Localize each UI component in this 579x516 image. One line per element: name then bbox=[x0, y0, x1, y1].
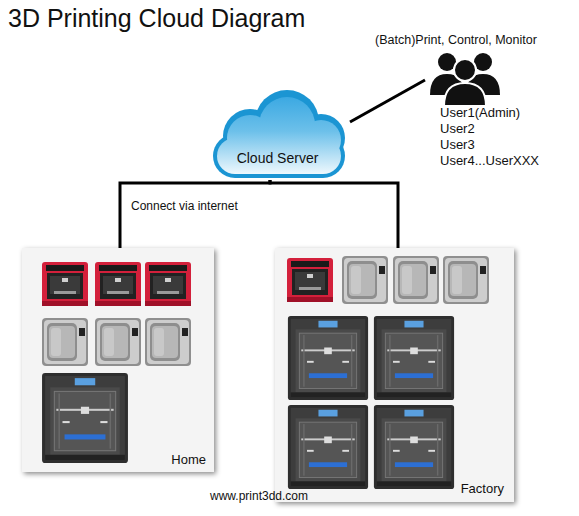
red-printer bbox=[287, 258, 333, 302]
node-text: User4...UserXXX bbox=[440, 153, 539, 168]
large-printer bbox=[42, 373, 128, 463]
edge-label: Connect via internet bbox=[131, 199, 238, 213]
gray-printer bbox=[42, 318, 88, 366]
node-text: User1(Admin) bbox=[440, 105, 520, 120]
users-icon bbox=[430, 53, 500, 106]
cloud-shape bbox=[205, 88, 350, 180]
node-label: Cloud Server bbox=[205, 150, 350, 166]
gray-printer bbox=[443, 256, 489, 304]
node-label: Home bbox=[171, 452, 206, 467]
node-text: User3 bbox=[440, 137, 475, 152]
gray-printer bbox=[393, 256, 439, 304]
large-printer bbox=[288, 316, 368, 400]
node-text: User2 bbox=[440, 121, 475, 136]
cloud-server: Cloud Server bbox=[205, 88, 350, 180]
large-printer bbox=[288, 405, 368, 489]
connector-line bbox=[350, 80, 425, 122]
gray-printer bbox=[95, 318, 141, 366]
diagram-title: 3D Printing Cloud Diagram bbox=[8, 4, 305, 33]
gray-printer bbox=[342, 256, 388, 304]
large-printer bbox=[374, 405, 454, 489]
gray-printer bbox=[145, 318, 191, 366]
large-printer bbox=[374, 316, 454, 400]
watermark-text: www.print3dd.com bbox=[210, 489, 308, 503]
node-label: (Batch)Print, Control, Monitor bbox=[375, 33, 537, 47]
red-printer bbox=[95, 262, 141, 306]
red-printer bbox=[42, 262, 88, 306]
red-printer bbox=[145, 262, 191, 306]
connector-line bbox=[270, 180, 398, 248]
connector-line bbox=[120, 180, 270, 248]
node-label: Factory bbox=[461, 481, 504, 496]
